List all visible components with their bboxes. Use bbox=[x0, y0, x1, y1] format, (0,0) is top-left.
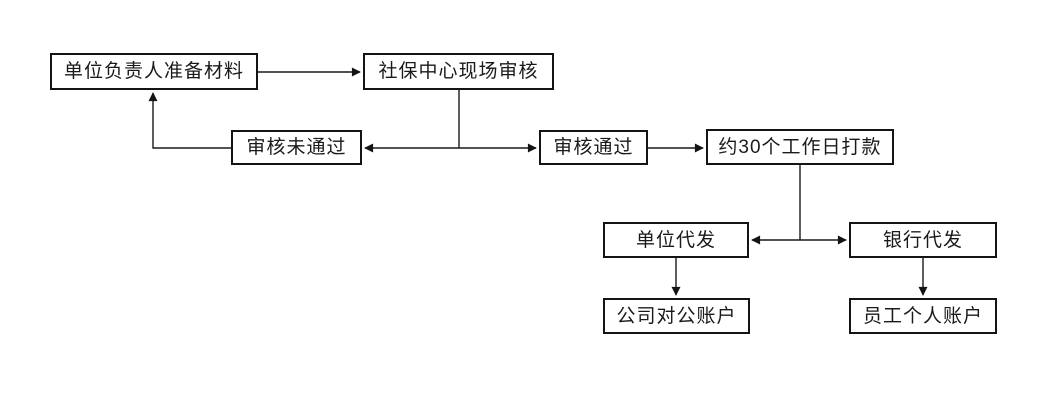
edge-fail-to-prepare bbox=[148, 92, 231, 149]
node-review-passed: 审核通过 bbox=[539, 130, 648, 165]
node-company-corporate-account: 公司对公账户 bbox=[603, 298, 750, 334]
node-employee-personal-account: 员工个人账户 bbox=[849, 298, 997, 334]
node-bank-payout: 银行代发 bbox=[849, 222, 997, 258]
node-review-not-passed: 审核未通过 bbox=[231, 130, 362, 165]
node-payment-in-30-working-days: 约30个工作日打款 bbox=[706, 129, 894, 165]
node-prepare-materials: 单位负责人准备材料 bbox=[50, 53, 258, 90]
node-unit-payout: 单位代发 bbox=[603, 222, 749, 258]
node-social-security-center-review: 社保中心现场审核 bbox=[363, 53, 554, 90]
